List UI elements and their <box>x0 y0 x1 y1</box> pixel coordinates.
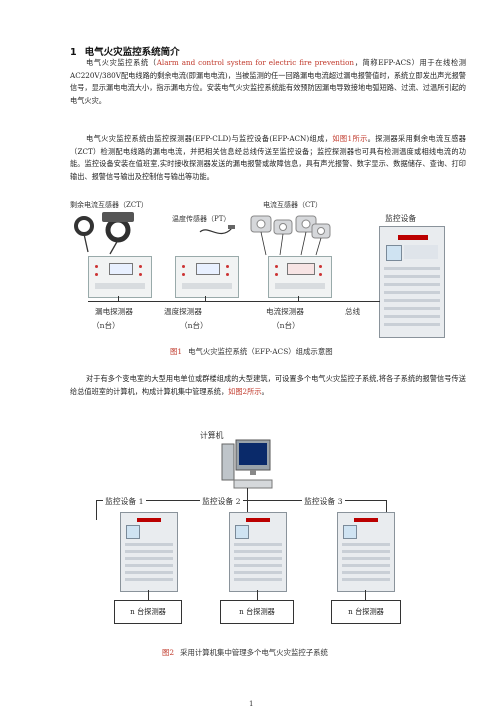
monitor-3-label: 监控设备 3 <box>302 496 345 507</box>
leak-detector-device <box>88 256 152 298</box>
page-number: 1 <box>249 700 254 708</box>
section-title: 电气火灾监控系统简介 <box>84 47 180 58</box>
paragraph-composition: 电气火灾监控系统由监控探测器(EFP-CLD)与监控设备(EFP-ACN)组成，… <box>70 133 466 183</box>
pt-label: 温度传感器（PT） <box>172 215 231 223</box>
bus-line <box>88 301 380 302</box>
zct-label: 剩余电流互感器（ZCT） <box>70 201 148 209</box>
computer-label: 计算机 <box>200 431 224 440</box>
figure1-number: 图1 <box>170 347 183 356</box>
para2-text-b: 。探测器采用剩余电流互感器（ZCT）检测配电线路的漏电电流，并把相关信息经总线传… <box>70 134 466 181</box>
section-heading: 1 电气火灾监控系统简介 <box>70 44 180 58</box>
detector-box-1: n 台探测器 <box>114 600 182 624</box>
figure1-reference-link[interactable]: 如图1所示 <box>332 134 368 143</box>
bus-label: 总线 <box>345 307 361 316</box>
monitor-1-label: 监控设备 1 <box>103 496 146 507</box>
ct-label: 电流互感器（CT） <box>263 201 323 209</box>
paragraph-multi-system: 对于有多个变电室的大型用电单位或群楼组成的大型建筑，可设置多个电气火灾监控子系统… <box>70 373 466 398</box>
temperature-detector-device <box>175 256 239 298</box>
figure1-caption-text: 电气火灾监控系统（EFP-ACS）组成示意图 <box>188 347 333 356</box>
temp-count-label: （n台） <box>180 321 208 330</box>
para3-text-a: 对于有多个变电室的大型用电单位或群楼组成的大型建筑，可设置多个电气火灾监控子系统… <box>70 374 466 396</box>
current-count-label: （n台） <box>272 321 300 330</box>
zct-sensors-icon <box>74 212 134 255</box>
temperature-sensor-icon <box>199 225 235 235</box>
para2-text-a: 电气火灾监控系统由监控探测器(EFP-CLD)与监控设备(EFP-ACN)组成， <box>86 134 333 143</box>
figure2-caption-text: 采用计算机集中管理多个电气火灾监控子系统 <box>180 648 328 657</box>
para1-english-term: Alarm and control system for electric fi… <box>156 58 355 67</box>
current-detector-device <box>268 256 332 298</box>
detector-box-3: n 台探测器 <box>331 600 401 624</box>
figure1-caption: 图1 电气火灾监控系统（EFP-ACS）组成示意图 <box>170 346 333 357</box>
section-number: 1 <box>70 47 77 58</box>
figure2-reference-link[interactable]: 如图2所示 <box>228 386 262 396</box>
leak-detector-label: 漏电探测器 <box>95 307 133 316</box>
figure2-number: 图2 <box>162 648 175 657</box>
para1-text-a: 电气火灾监控系统（ <box>86 58 157 67</box>
monitor-cabinet <box>379 226 445 338</box>
computer-icon <box>221 439 273 489</box>
ct-sensors-icon <box>250 215 331 256</box>
monitor-3-cabinet <box>337 512 395 592</box>
monitor-label: 监控设备 <box>385 214 417 223</box>
para3-text-b: 。 <box>261 386 269 396</box>
figure2-caption: 图2 采用计算机集中管理多个电气火灾监控子系统 <box>162 647 328 658</box>
temperature-detector-label: 温度探测器 <box>164 307 202 316</box>
detector-box-2: n 台探测器 <box>220 600 294 624</box>
monitor-2-label: 监控设备 2 <box>200 496 243 507</box>
leak-count-label: （n台） <box>92 321 120 330</box>
current-detector-label: 电流探测器 <box>266 307 304 316</box>
monitor-2-cabinet <box>229 512 287 592</box>
para1-text-b: ，简称EFP-ACS）用于在线检测AC220V/380V配电线路的剩余电流(即漏… <box>70 58 466 105</box>
monitor-1-cabinet <box>120 512 178 592</box>
paragraph-intro: 电气火灾监控系统（Alarm and control system for el… <box>70 57 466 107</box>
